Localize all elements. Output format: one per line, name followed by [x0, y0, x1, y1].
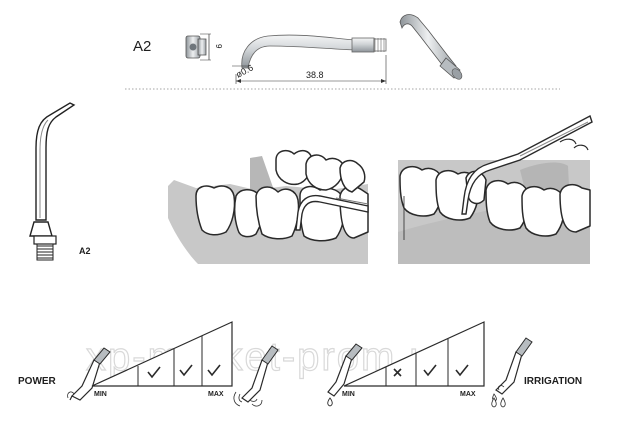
power-level-2-check-icon [179, 364, 193, 377]
spec-row: A2 9 [125, 14, 560, 90]
dental-illustration-left [168, 149, 369, 264]
dental-illustration-right [398, 114, 593, 264]
irrigation-level-2-check-icon [423, 364, 437, 377]
power-level-3-check-icon [207, 364, 221, 377]
irrigation-min-label: MIN [342, 391, 355, 398]
handpiece-model-label: A2 [79, 246, 91, 256]
tip-side-view [232, 34, 387, 84]
tip-model-label: A2 [133, 38, 151, 55]
tip-perspective-view [399, 14, 463, 80]
power-level-1-check-icon [147, 366, 161, 379]
handpiece-tip-drawing [29, 102, 76, 261]
irrigation-level-3-check-icon [455, 364, 469, 377]
power-max-label: MAX [208, 391, 224, 398]
irrigation-level-1-cross-icon [393, 368, 402, 377]
power-max-handpiece-icon [233, 345, 279, 407]
tip-end-view [185, 33, 211, 61]
power-setting: POWER MIN MAX [18, 321, 279, 407]
power-min-handpiece-icon [67, 347, 111, 401]
power-label: POWER [18, 376, 57, 387]
power-scale [91, 321, 233, 387]
irrigation-scale [343, 321, 485, 387]
side-dimension-label: 9 [214, 44, 223, 49]
irrigation-setting: MIN MAX IRRIGATION [327, 321, 582, 408]
length-label: 38.8 [306, 70, 324, 80]
diameter-label: ø0.6 [234, 62, 255, 79]
irrigation-max-label: MAX [460, 391, 476, 398]
irrigation-max-handpiece-icon [491, 337, 533, 408]
irrigation-min-handpiece-icon [327, 343, 363, 407]
irrigation-label: IRRIGATION [524, 376, 582, 387]
power-min-label: MIN [94, 391, 107, 398]
